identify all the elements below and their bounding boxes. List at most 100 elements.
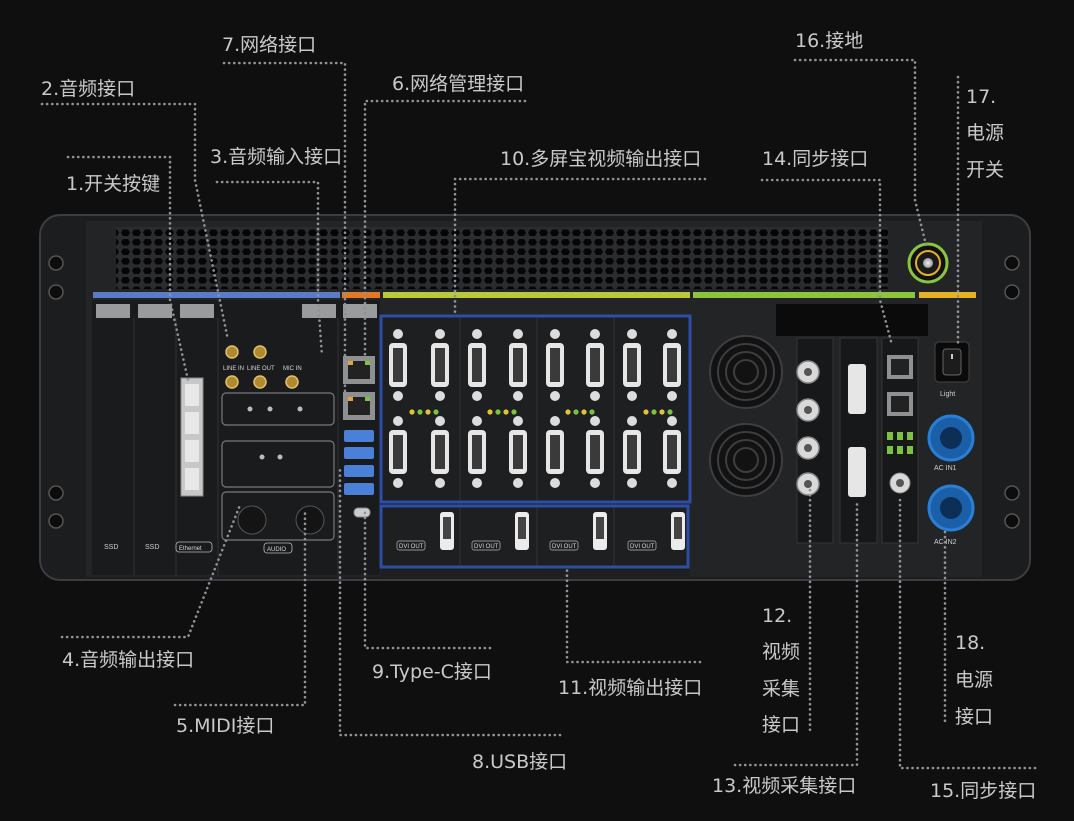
label-7: 7.网络接口 [222,34,316,56]
video-out-port: DVI OUT [549,512,607,551]
label-18-line-1: 18. [955,632,985,654]
status-led [511,409,517,415]
status-led [425,409,431,415]
label-15: 15.同步接口 [930,780,1036,802]
right-module-area: Light AC IN1 AC IN2 [709,304,975,546]
dvi-port [546,329,564,401]
leader-1 [66,155,190,382]
leader-11 [565,565,702,664]
label-16: 16.接地 [795,30,863,52]
ssd-label-1: SSD [104,544,118,551]
dvi-port-grid [389,318,681,566]
label-14: 14.同步接口 [762,148,868,170]
line-out-label: LINE OUT [247,366,275,372]
leader-8 [338,468,562,737]
leader-9 [363,510,492,650]
leader-10 [453,177,707,317]
video-out-port: DVI OUT [396,512,454,551]
dvi-out-label: DVI OUT [474,544,499,550]
leader-13 [733,498,859,767]
usb-ports [344,430,374,495]
leader-2 [40,102,230,342]
dvi-port [663,416,681,488]
leader-lines [40,58,1037,770]
label-12-line-1: 12. [762,605,792,627]
network-ports [343,356,375,420]
dvi-port [389,416,407,488]
label-13: 13.视频采集接口 [712,775,856,797]
dvi-port [431,416,449,488]
power-switch [934,341,970,383]
dvi-port [586,416,604,488]
leader-7 [222,61,347,402]
mic-in-label: MIC IN [283,366,302,372]
status-led [487,409,493,415]
dvi-port [509,329,527,401]
type-c-port [353,507,371,518]
leader-14 [760,178,894,347]
capture-port [848,364,866,414]
midi-in-port [237,505,267,535]
label-17-line-2: 电源 [966,122,1004,144]
status-led [495,409,501,415]
ac-in1-label: AC IN1 [934,465,957,472]
label-1: 1.开关按键 [66,173,160,195]
callout-labels: 1.开关按键 2.音频接口 3.音频输入接口 4.音频输出接口 5.MIDI接口… [41,30,1036,802]
ground-terminal [907,242,949,284]
left-module-area: LINE IN LINE OUT MIC IN SSD SSD Ethernet… [92,300,380,575]
label-18-line-3: 接口 [955,706,993,728]
leader-4 [60,503,242,639]
sync-ports [887,355,913,494]
ssd-label-2: SSD [145,544,159,551]
label-12-line-3: 采集 [762,678,800,700]
video-out-port: DVI OUT [627,512,685,551]
status-led [573,409,579,415]
audio-jacks [225,345,299,389]
midi-out-port [295,505,325,535]
dvi-port [546,416,564,488]
leader-15 [898,493,1037,770]
dvi-port [468,329,486,401]
status-led [643,409,649,415]
fan [709,335,783,409]
dvi-port [623,416,641,488]
highlight-box-video-out [379,504,690,569]
leader-3 [215,180,324,358]
dvi-out-label: DVI OUT [630,544,655,550]
dvi-out-label: DVI OUT [399,544,424,550]
label-18-line-2: 电源 [955,669,993,691]
switch-strip [180,377,204,497]
status-leds [409,409,673,415]
label-17-line-1: 17. [966,86,996,108]
status-led [659,409,665,415]
ethernet-label: Ethernet [179,546,202,552]
status-led [581,409,587,415]
dvi-port [389,329,407,401]
label-17-line-3: 开关 [966,159,1004,181]
dvi-port [663,329,681,401]
rack-holes [48,255,1020,529]
status-led [409,409,415,415]
dvi-port [468,416,486,488]
dvi-port [509,416,527,488]
status-led [565,409,571,415]
label-3: 3.音频输入接口 [210,146,342,168]
video-out-port: DVI OUT [471,512,529,551]
status-led [667,409,673,415]
label-8: 8.USB接口 [472,751,567,773]
label-2: 2.音频接口 [41,78,135,100]
label-12-line-2: 视频 [762,641,800,663]
color-strip [93,292,976,298]
line-in-label: LINE IN [223,366,244,372]
status-led [503,409,509,415]
leader-16 [793,58,928,247]
dvi-port [586,329,604,401]
label-6: 6.网络管理接口 [392,73,524,95]
status-led [589,409,595,415]
ventilation-grille [116,227,888,289]
capture-port [848,447,866,497]
light-label: Light [940,391,955,398]
label-5: 5.MIDI接口 [176,715,274,737]
status-led [651,409,657,415]
